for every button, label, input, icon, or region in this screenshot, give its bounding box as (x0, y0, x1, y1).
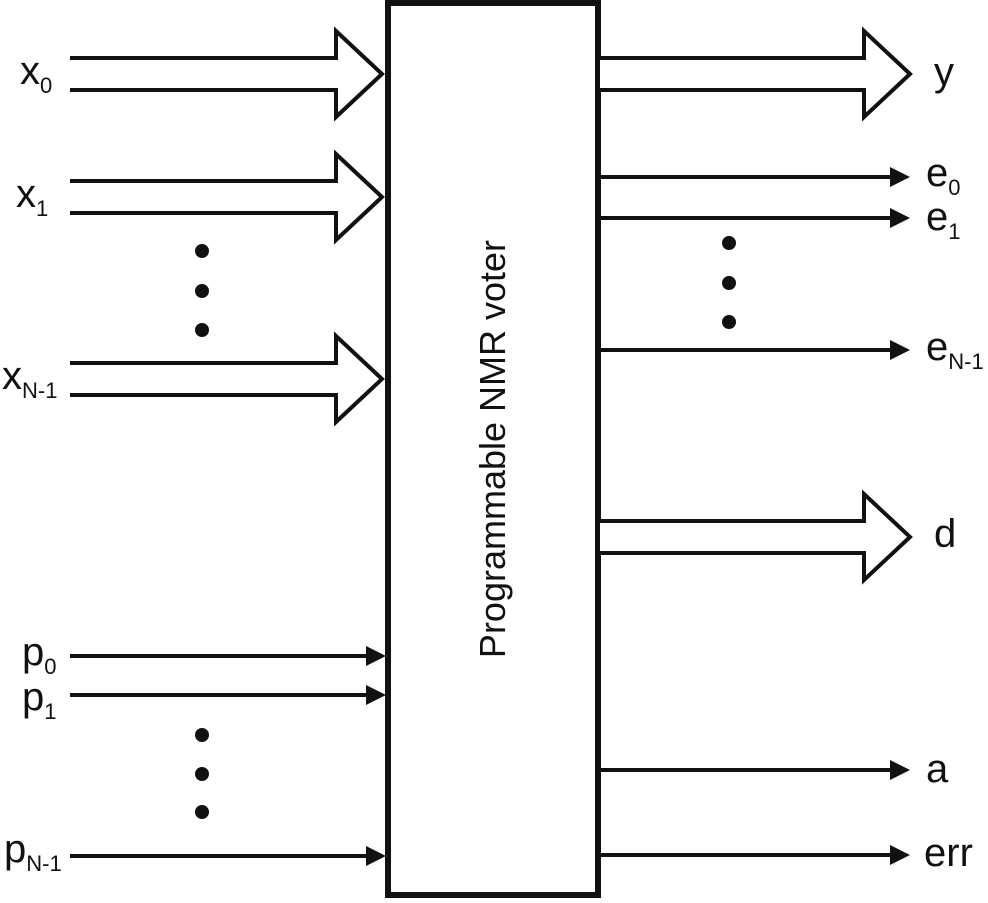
wire-arrow-err (600, 845, 910, 865)
label-x1: x1 (16, 172, 48, 221)
bus-arrow-d (600, 489, 913, 585)
label-y: y (934, 50, 954, 94)
label-pn1: pN-1 (4, 827, 62, 876)
bus-arrow-x0 (70, 26, 385, 122)
label-a: a (926, 747, 949, 791)
wire-arrow-en1 (600, 340, 910, 360)
label-e0: e0 (926, 151, 961, 200)
wire-arrow-p1 (70, 685, 386, 705)
wire-arrow-p0 (70, 646, 386, 666)
bus-arrow-xn1 (70, 331, 385, 427)
ellipsis-e (722, 236, 736, 329)
label-en1: eN-1 (926, 325, 984, 374)
voter-block (385, 0, 601, 898)
label-err: err (924, 831, 973, 875)
label-xn1: xN-1 (2, 354, 57, 403)
ellipsis-p (195, 728, 209, 819)
bus-arrow-y (600, 26, 913, 122)
wire-arrow-e0 (600, 167, 910, 187)
bus-arrow-x1 (70, 149, 385, 245)
wire-arrow-e1 (600, 208, 910, 228)
voter-block-label: Programmable NMR voter (472, 240, 513, 658)
label-d: d (934, 512, 956, 556)
wire-arrow-pn1 (70, 846, 386, 866)
label-x0: x0 (20, 49, 52, 98)
label-p0: p0 (22, 630, 57, 679)
label-p1: p1 (22, 675, 57, 724)
wire-arrow-a (600, 760, 910, 780)
label-e1: e1 (926, 195, 961, 244)
ellipsis-x (195, 244, 209, 337)
